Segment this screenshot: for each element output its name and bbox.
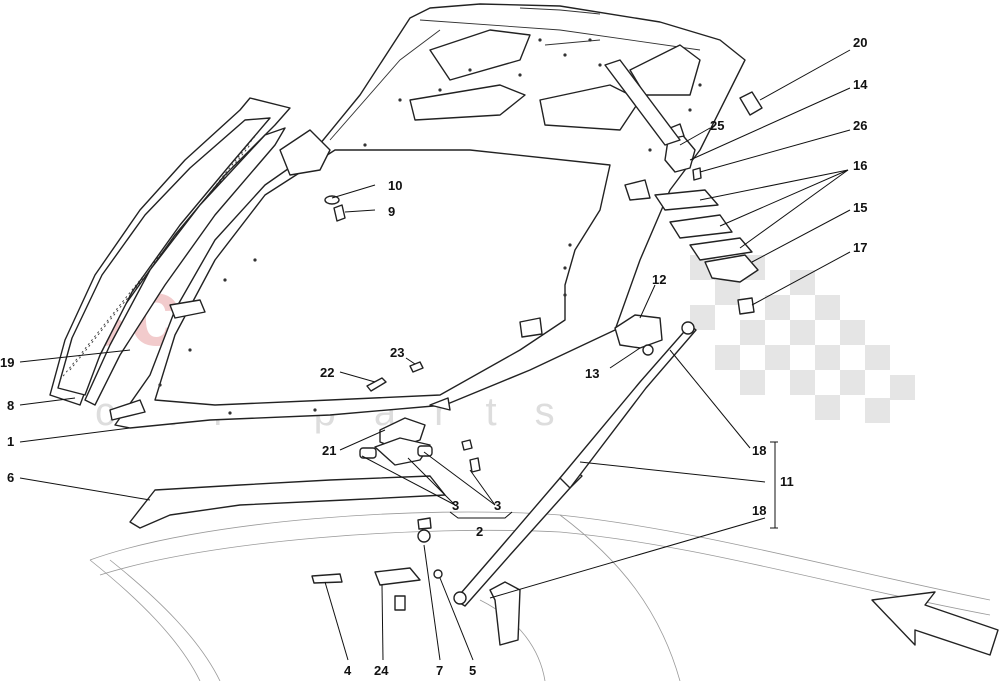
grille-mesh [57, 117, 271, 396]
callout-21: 21 [322, 443, 336, 458]
callout-8: 8 [7, 398, 14, 413]
watermark-checker-flag [690, 255, 915, 423]
callout-10: 10 [388, 178, 402, 193]
callout-3b: 3 [494, 498, 501, 513]
callout-25: 25 [710, 118, 724, 133]
callout-11: 11 [780, 474, 794, 489]
callout-23: 23 [390, 345, 404, 360]
lower-cross-member [129, 475, 446, 529]
callout-18b: 18 [752, 503, 766, 518]
bonnet-lock-assembly [359, 417, 481, 473]
view-direction-arrow [871, 591, 999, 656]
callout-9: 9 [388, 204, 395, 219]
callout-16: 16 [853, 158, 867, 173]
callout-6: 6 [7, 470, 14, 485]
callout-26: 26 [853, 118, 867, 133]
strut-bracket [614, 314, 663, 356]
bonnet-inner-opening [154, 149, 611, 406]
callout-1: 1 [7, 434, 14, 449]
callout-19: 19 [0, 355, 14, 370]
callout-2: 2 [476, 524, 483, 539]
callout-22: 22 [320, 365, 334, 380]
air-grille-assembly [49, 97, 291, 406]
callout-15: 15 [853, 200, 867, 215]
callout-18a: 18 [752, 443, 766, 458]
hood-hinge-assembly [604, 59, 763, 315]
car-body-outline [89, 511, 991, 681]
callout-7: 7 [436, 663, 443, 678]
callout-24: 24 [374, 663, 389, 678]
callout-13: 13 [585, 366, 599, 381]
bonnet-assembly [109, 3, 746, 429]
callout-20: 20 [853, 35, 867, 50]
callout-17: 17 [853, 240, 867, 255]
lower-latch-assembly [311, 517, 443, 611]
callout-5: 5 [469, 663, 476, 678]
gas-strut [453, 321, 697, 646]
callout-labels: 20 14 25 26 16 15 17 12 13 18 11 18 10 9… [0, 35, 868, 678]
callout-14: 14 [853, 77, 868, 92]
callout-12: 12 [652, 272, 666, 287]
small-fasteners [324, 195, 424, 392]
callout-3a: 3 [452, 498, 459, 513]
callout-4: 4 [344, 663, 352, 678]
leader-lines [19, 49, 851, 661]
grille-seal [84, 127, 286, 406]
